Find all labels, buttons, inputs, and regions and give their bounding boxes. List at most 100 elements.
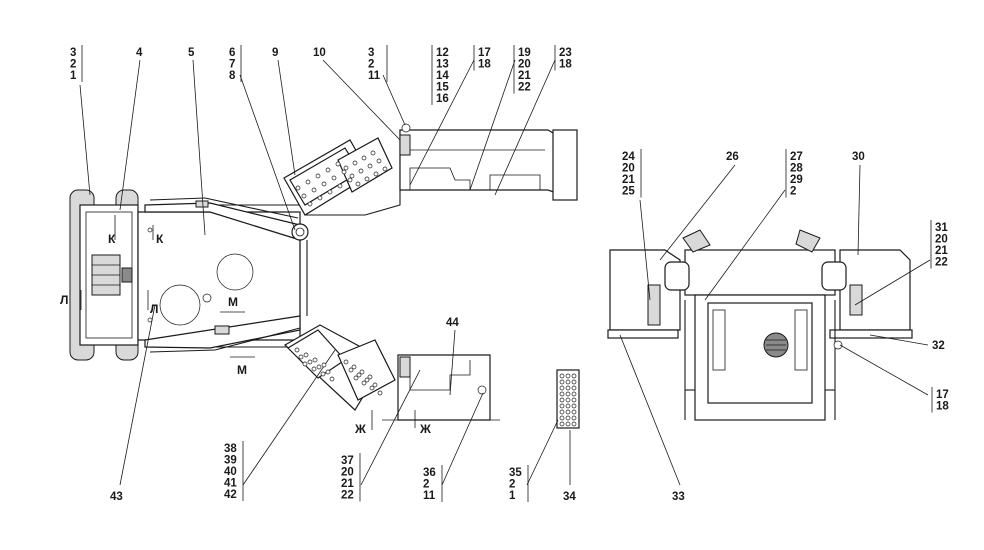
callout-number: 21	[622, 174, 635, 186]
callout-number: 26	[726, 151, 739, 163]
callout-number: 29	[790, 174, 803, 186]
callout-number: 40	[224, 466, 237, 478]
callout-c-44: 44	[446, 317, 459, 329]
callout-number: 14	[436, 70, 449, 82]
perforation-hole	[367, 163, 373, 169]
perforation-hole	[307, 201, 313, 207]
swivel-joint	[291, 223, 309, 241]
upper-side-step	[552, 129, 578, 201]
perforation-hole	[311, 187, 317, 193]
perforation-hole	[571, 415, 577, 421]
perforation-hole	[294, 347, 300, 353]
fender-left	[609, 249, 681, 331]
callout-number: 4	[136, 47, 143, 59]
platform-right	[829, 329, 913, 339]
callout-number: 3	[70, 47, 76, 59]
perforation-hole	[565, 421, 571, 427]
perforation-hole	[370, 150, 376, 156]
section-mark-l2: Л	[150, 302, 158, 316]
perforation-hole	[559, 397, 565, 403]
section-mark-m2: М	[237, 363, 247, 377]
callout-number: 41	[224, 478, 237, 490]
perforation-hole	[356, 372, 362, 378]
leader-lines	[79, 59, 931, 486]
callout-number: 34	[563, 491, 576, 503]
callout-c-43: 43	[110, 491, 123, 503]
callout-number: 15	[436, 82, 449, 94]
perforation-hole	[571, 403, 577, 409]
callout-number: 20	[622, 163, 635, 175]
perforation-hole	[359, 369, 365, 375]
perforation-hole	[559, 373, 565, 379]
perforation-hole	[559, 415, 565, 421]
right-view-rear	[607, 229, 913, 421]
perforation-hole	[376, 158, 382, 164]
perforation-hole	[331, 175, 337, 181]
perforation-hole	[571, 391, 577, 397]
perforation-hole	[565, 373, 571, 379]
perforation-hole	[329, 376, 335, 382]
callout-c-4: 4	[136, 47, 143, 59]
perforation-hole	[377, 390, 383, 396]
callout-number: 35	[509, 467, 522, 479]
callout-number: 22	[935, 257, 948, 269]
frame-opening-upper	[216, 253, 254, 291]
callout-number: 2	[790, 186, 796, 198]
callout-number: 39	[224, 455, 237, 467]
section-mark-m1: М	[228, 295, 238, 309]
perforation-hole	[343, 165, 349, 171]
callout-number: 43	[110, 491, 123, 503]
callout-number: 20	[935, 234, 948, 246]
perforation-hole	[349, 173, 355, 179]
callout-number: 5	[188, 47, 195, 59]
callout-number: 17	[936, 389, 949, 401]
perforation-hole	[315, 173, 321, 179]
perforation-hole	[565, 409, 571, 415]
perforation-hole	[298, 354, 304, 360]
section-mark-zh2: Ж	[419, 422, 431, 436]
section-lines	[80, 215, 500, 430]
callout-number: 13	[436, 59, 449, 71]
callout-number: 25	[622, 186, 635, 198]
callout-number: 28	[790, 163, 803, 175]
perforation-hole	[341, 169, 347, 175]
perforation-hole	[317, 195, 323, 201]
section-mark-l1: Л	[60, 293, 68, 307]
callout-number: 36	[423, 467, 436, 479]
callout-number: 37	[341, 455, 354, 467]
lower-step-perforations	[294, 347, 383, 396]
perforation-hole	[361, 380, 367, 386]
perforation-hole	[351, 364, 357, 370]
cab-top	[684, 249, 836, 296]
perforation-hole	[353, 375, 359, 381]
lower-footrest-assembly	[283, 324, 491, 421]
perforation-hole	[369, 385, 375, 391]
perforation-hole	[335, 161, 341, 167]
callout-number: 22	[518, 82, 531, 94]
perforation-hole	[311, 366, 317, 372]
perforation-hole	[312, 357, 318, 363]
callout-number: 18	[478, 59, 491, 71]
callout-number: 21	[518, 70, 531, 82]
perforation-hole	[364, 176, 370, 182]
rear-panel	[707, 302, 813, 404]
perforation-hole	[337, 183, 343, 189]
platform-left	[607, 329, 679, 339]
section-mark-k2: К	[156, 232, 164, 246]
perforation-hole	[301, 193, 307, 199]
perforation-hole	[367, 374, 373, 380]
callout-number: 2	[70, 59, 76, 71]
perforation-hole	[565, 385, 571, 391]
callout-number: 18	[559, 59, 572, 71]
callout-number: 20	[518, 59, 531, 71]
left-view-frame	[69, 189, 309, 361]
callout-number: 11	[368, 70, 381, 82]
